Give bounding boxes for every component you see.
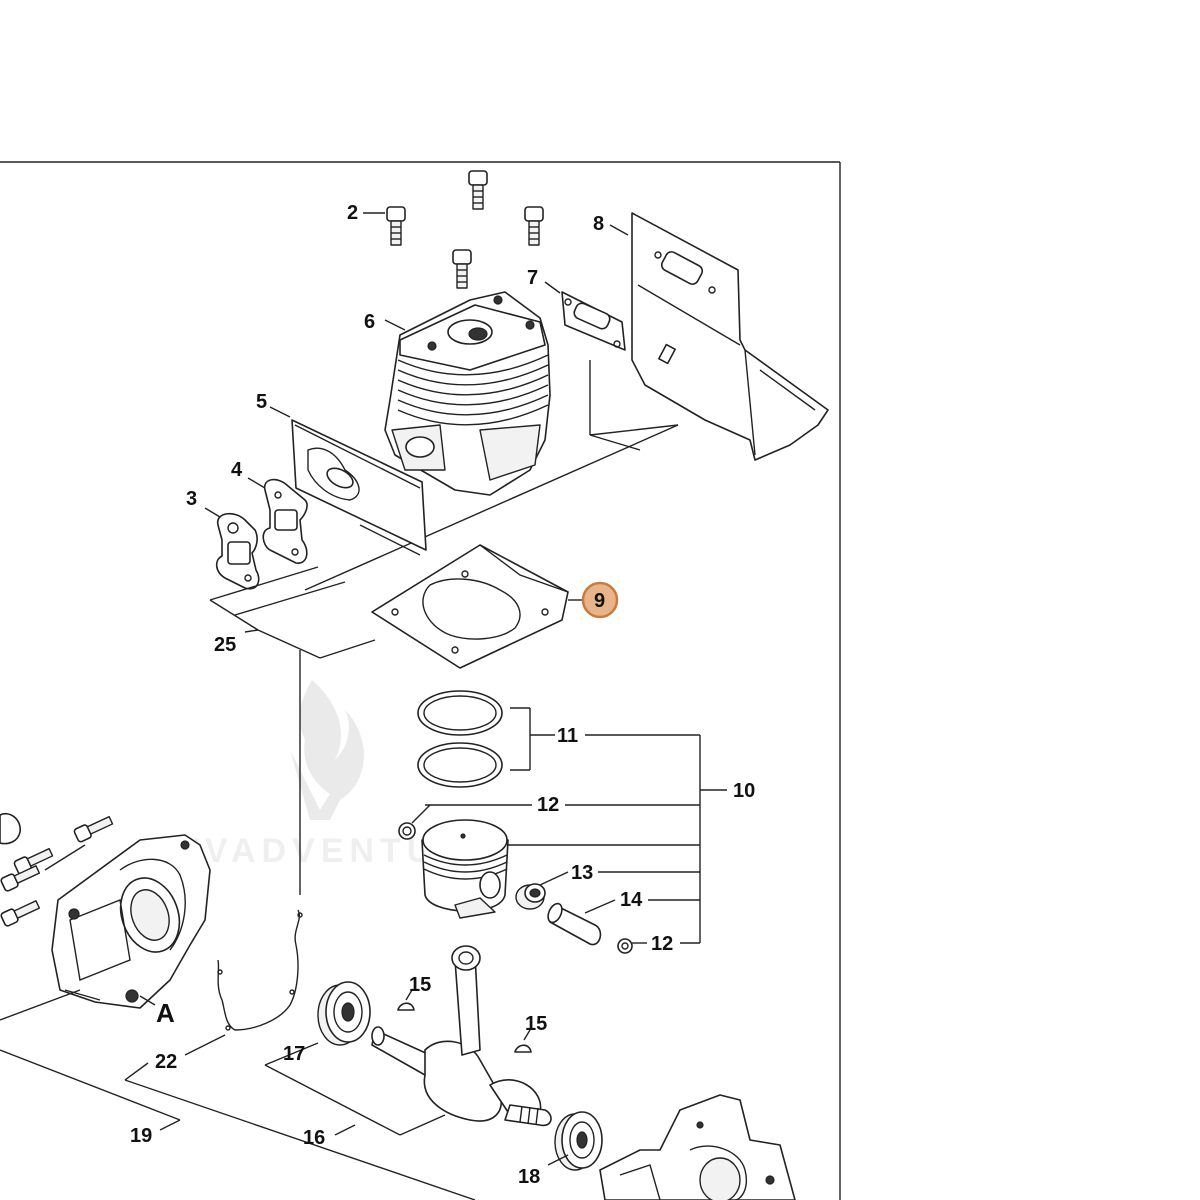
woodruff-key-part-a: [397, 989, 415, 1011]
label-25: 25: [214, 634, 236, 656]
ball-bearing-part-17: [317, 981, 371, 1046]
cylinder-base-gasket-part-9: [371, 544, 583, 669]
piston-pin-part: [547, 899, 616, 946]
bracket-lines-lower: [0, 989, 476, 1200]
label-12-upper: 12: [537, 794, 559, 816]
label-5: 5: [256, 391, 267, 413]
label-8: 8: [593, 213, 604, 235]
cylinder-bolts: [363, 170, 544, 289]
needle-bearing-part: [515, 871, 569, 910]
piston-part: [421, 819, 509, 919]
crankcase-right-part: [599, 1094, 796, 1200]
label-13: 13: [571, 862, 593, 884]
label-16: 16: [303, 1127, 325, 1149]
circlip-part-upper: [398, 804, 431, 840]
label-2: 2: [347, 202, 358, 224]
woodruff-key-part-b: [514, 1029, 532, 1053]
crankcase-bolts: [0, 813, 114, 927]
label-22: 22: [155, 1051, 177, 1073]
label-6: 6: [364, 311, 375, 333]
piston-rings-part: [417, 690, 700, 788]
bracket-lines-25: [209, 566, 376, 895]
highlight-marker-9[interactable]: [581, 581, 619, 619]
label-4: 4: [231, 459, 243, 481]
part-labels: 2 3 4 5 6 7 8 9 10 11 12 13 14 12 15 15 …: [130, 202, 755, 1188]
label-19: 19: [130, 1125, 152, 1147]
bracket-lines-upper: [304, 360, 679, 591]
diagram-frame: [0, 161, 841, 1200]
heat-shield-part: [609, 212, 829, 461]
label-17: 17: [283, 1043, 305, 1065]
label-11: 11: [557, 725, 578, 747]
label-10: 10: [733, 780, 755, 802]
crankcase-gasket-part: [217, 909, 303, 1031]
ball-bearing-part-18: [547, 1111, 603, 1171]
exhaust-gasket-part: [544, 281, 626, 351]
label-14: 14: [620, 889, 643, 911]
label-18: 18: [518, 1166, 540, 1188]
label-9: 9: [594, 590, 605, 612]
label-A: A: [156, 998, 175, 1028]
crankshaft-part: [371, 945, 552, 1127]
base-gasket-part: [269, 406, 427, 556]
label-15-a: 15: [409, 974, 431, 996]
intake-gasket-part-4: [247, 477, 308, 564]
label-3: 3: [186, 488, 197, 510]
label-15-b: 15: [525, 1013, 547, 1035]
cylinder-part: [384, 291, 551, 496]
label-7: 7: [527, 267, 538, 289]
crankcase-left-part: [44, 834, 211, 1009]
intake-gasket-part-3: [204, 507, 260, 590]
label-12-lower: 12: [651, 933, 673, 955]
circlip-part-lower: [617, 938, 647, 954]
bracket-lines-10: [425, 735, 727, 944]
